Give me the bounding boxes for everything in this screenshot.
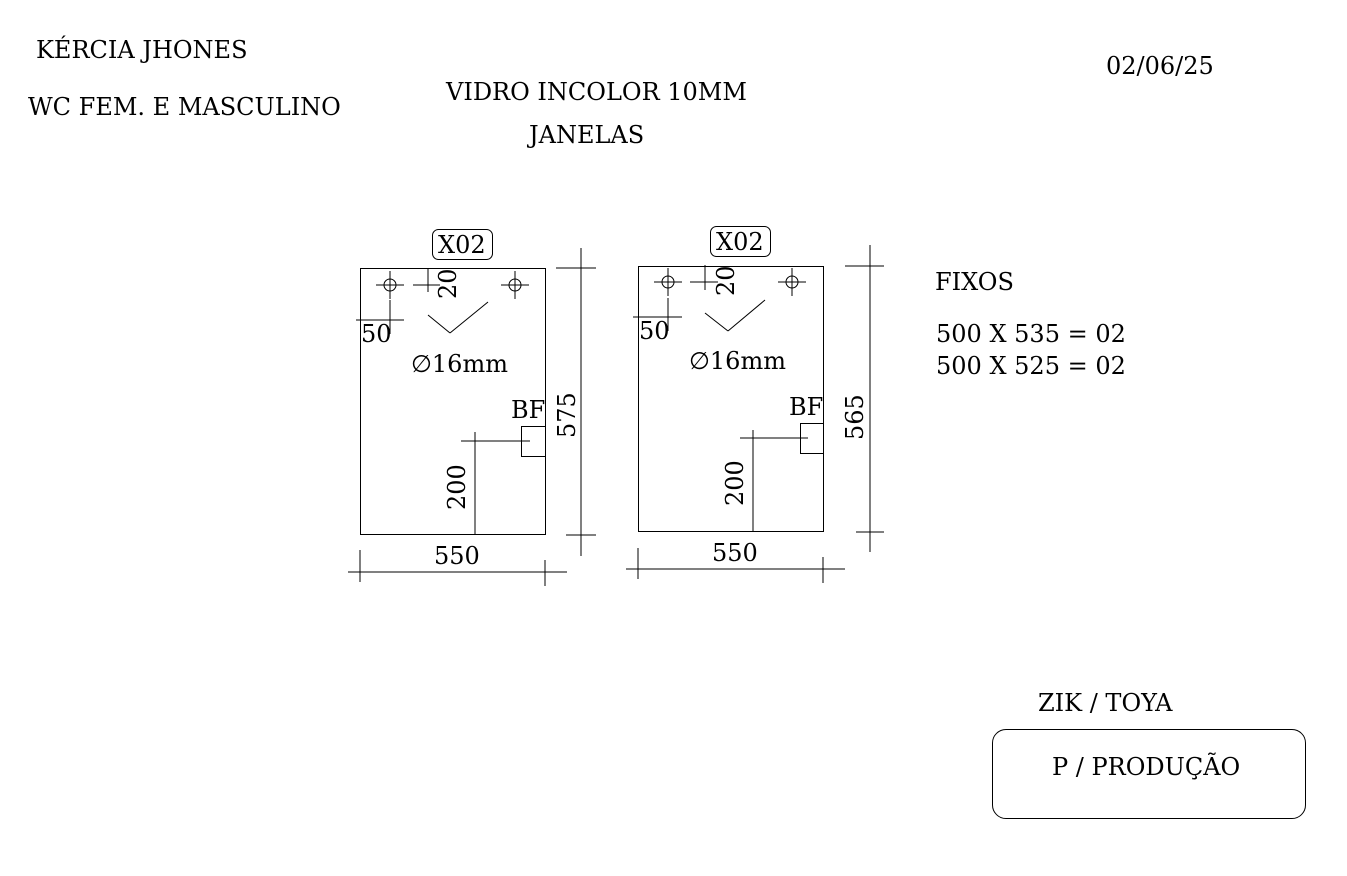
fixed-item-1: 500 X 535 = 02 — [936, 320, 1126, 348]
panel-1-edge-offset: 50 — [361, 320, 392, 348]
date-label: 02/06/25 — [1106, 52, 1214, 80]
panel-1-outline — [360, 268, 546, 535]
panel-1-hole-offset: 20 — [434, 268, 462, 299]
panel-1-width: 550 — [434, 542, 480, 570]
panel-2-hole-diameter: ∅16mm — [689, 347, 786, 375]
production-stamp — [992, 729, 1306, 819]
panel-1-hole-diameter: ∅16mm — [411, 350, 508, 378]
material-label: VIDRO INCOLOR 10MM — [446, 78, 747, 106]
location-label: WC FEM. E MASCULINO — [28, 93, 341, 121]
panel-1 — [348, 229, 596, 586]
panel-2-tag: X02 — [716, 228, 764, 256]
panel-2-hole-offset: 20 — [712, 265, 740, 296]
panel-2 — [626, 226, 884, 583]
item-label: JANELAS — [529, 121, 645, 149]
panel-1-height: 575 — [553, 392, 581, 438]
panel-2-width: 550 — [712, 539, 758, 567]
authors-label: ZIK / TOYA — [1038, 689, 1173, 717]
panel-2-outline — [638, 266, 824, 532]
panel-1-notch-height: 200 — [443, 464, 471, 510]
panel-2-tag-box — [710, 226, 771, 257]
fixed-item-2: 500 X 525 = 02 — [936, 352, 1126, 380]
panel-1-notch-label: BF — [511, 396, 545, 424]
client-name: KÉRCIA JHONES — [36, 36, 248, 64]
panel-2-edge-offset: 50 — [639, 317, 670, 345]
fixed-title: FIXOS — [935, 268, 1014, 296]
panel-2-notch-height: 200 — [721, 460, 749, 506]
panel-2-height: 565 — [841, 394, 869, 440]
panel-2-notch-label: BF — [789, 393, 823, 421]
panel-1-tag: X02 — [438, 231, 486, 259]
panel-1-tag-box — [432, 229, 493, 260]
production-status: P / PRODUÇÃO — [1052, 753, 1241, 781]
